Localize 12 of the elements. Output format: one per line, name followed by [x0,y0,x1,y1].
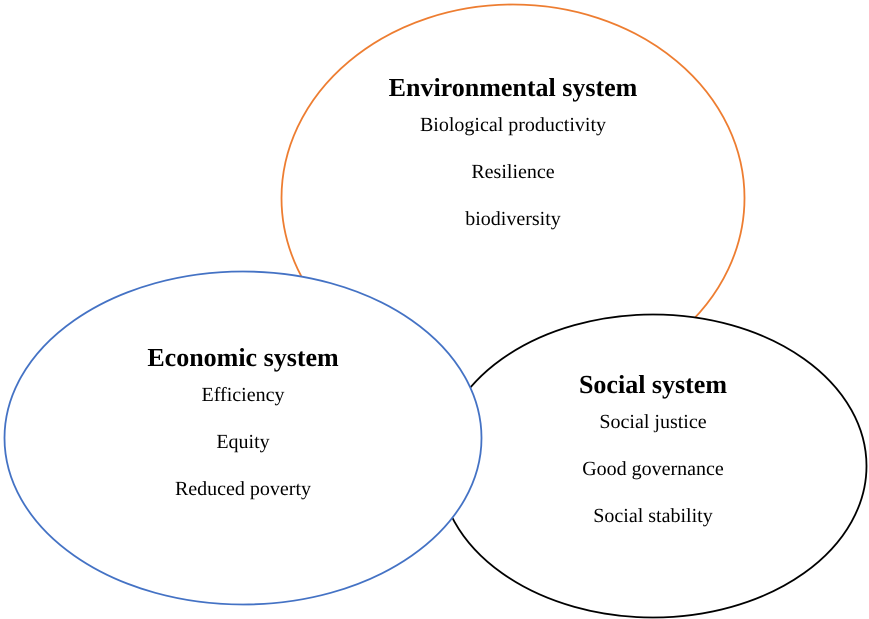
system-attribute: Social stability [593,504,713,528]
system-heading: Social system [578,370,728,400]
system-attribute: Biological productivity [420,113,606,137]
system-heading: Environmental system [388,73,638,103]
system-attribute: Equity [216,430,270,454]
system-heading: Economic system [147,343,339,373]
system-attribute: Good governance [582,457,724,481]
system-attribute: Resilience [471,160,555,184]
system-attribute: Efficiency [202,383,284,407]
system-attribute: Social justice [599,410,707,434]
system-attribute: Reduced poverty [174,477,312,501]
system-attribute: biodiversity [465,207,561,231]
